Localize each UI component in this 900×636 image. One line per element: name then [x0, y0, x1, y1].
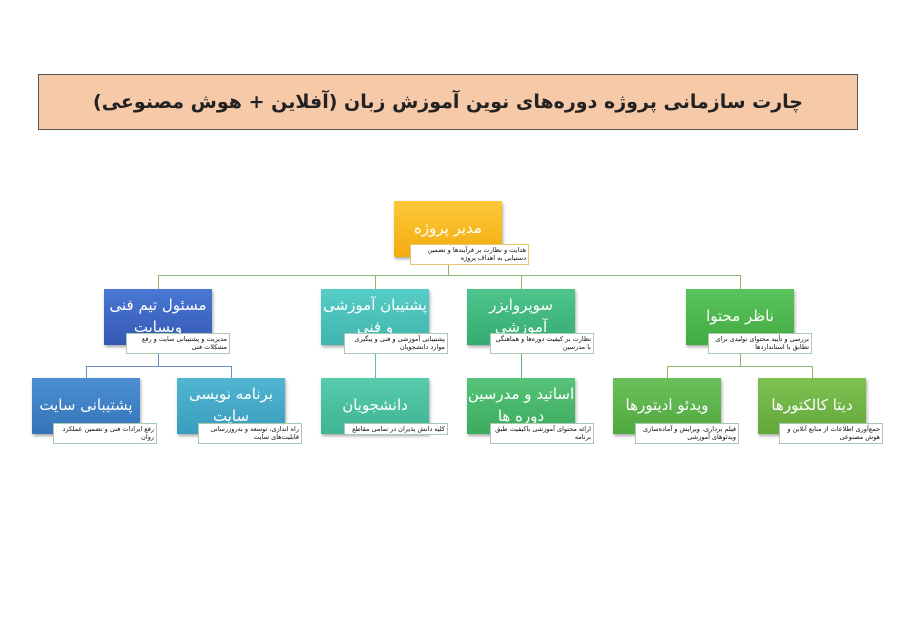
connector: [521, 275, 522, 289]
node-note: رفع ایرادات فنی و تضمین عملکرد روان: [53, 423, 157, 444]
connector: [158, 275, 741, 276]
node-note: بررسی و تأیید محتوای تولیدی برای تطابق ب…: [708, 333, 812, 354]
connector: [740, 275, 741, 289]
node-note: هدایت و نظارت بر فرآیندها و تضمین دستیاب…: [410, 244, 529, 265]
node-label: پشتیبان آموزشی و فنی: [323, 296, 427, 336]
connector: [158, 275, 159, 289]
node-note: جمع‌آوری اطلاعات از منابع آنلاین و هوش م…: [779, 423, 883, 444]
node-note: فیلم برداری، ویرایش و آماده‌سازی ویدئوها…: [635, 423, 739, 444]
node-label: مسئول تیم فنی وبسایت: [109, 296, 207, 336]
node-label: ویدئو ادیتورها: [625, 396, 709, 415]
connector: [740, 345, 741, 366]
connector: [667, 366, 668, 378]
node-label: دانشجویان: [342, 396, 408, 415]
node-note: ارائه محتوای آموزشی باکیفیت طبق برنامه: [490, 423, 594, 444]
connector: [158, 345, 159, 366]
connector: [667, 366, 813, 367]
connector: [231, 366, 232, 378]
node-label: ناظر محتوا: [706, 307, 774, 326]
node-label: پشتیبانی سایت: [39, 396, 133, 415]
node-note: راه اندازی، توسعه و به‌روزرسانی قابلیت‌ه…: [198, 423, 302, 444]
node-note: کلیه دانش پذیران در تمامی مقاطع: [344, 423, 448, 436]
connector: [812, 366, 813, 378]
node-label: مدیر پروژه: [414, 219, 482, 238]
node-label: اساتید و مدرسین دوره ها: [467, 385, 575, 425]
node-note: نظارت بر کیفیت دوره‌ها و هماهنگی با مدرس…: [490, 333, 594, 354]
node-label: سوپروایزر آموزشی: [489, 296, 553, 336]
node-label: دیتا کالکتورها: [771, 396, 853, 415]
node-label: برنامه نویسی سایت: [188, 385, 274, 425]
connector: [86, 366, 232, 367]
chart-title: چارت سازمانی پروژه دوره‌های نوین آموزش ز…: [38, 74, 858, 130]
connector: [375, 275, 376, 289]
connector: [521, 345, 522, 378]
connector: [375, 345, 376, 378]
node-note: مدیریت و پشتیبانی سایت و رفع مشکلات فنی: [126, 333, 230, 354]
node-note: پشتیبانی آموزشی و فنی و پیگیری موارد دان…: [344, 333, 448, 354]
connector: [448, 257, 449, 275]
connector: [86, 366, 87, 378]
